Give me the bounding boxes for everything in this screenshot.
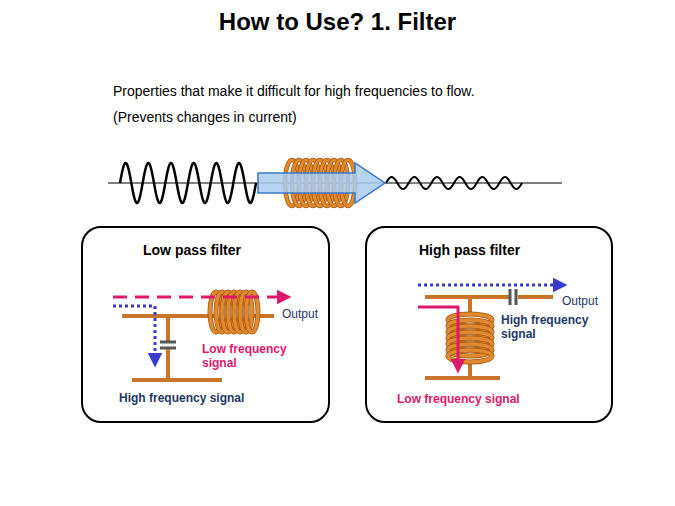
signal-label: Low frequency signal [397,393,520,407]
low-pass-circuit [113,292,284,380]
description-text: Properties that make it difficult for hi… [113,83,475,99]
filter-panel: High pass filterOutputHigh frequency sig… [365,226,613,423]
output-wave [386,177,522,189]
high-pass-circuit [418,285,560,378]
signal-label: High frequency signal [119,392,244,406]
filter-heading: High pass filter [419,242,520,258]
output-label: Output [282,308,318,322]
description-text: (Prevents changes in current) [113,109,297,125]
filter-heading: Low pass filter [143,242,241,258]
signal-label: High frequency signal [501,314,601,342]
output-label: Output [562,295,598,309]
signal-label: Low frequency signal [202,343,302,371]
input-wave [120,163,256,203]
page-title: How to Use? 1. Filter [0,8,675,36]
flow-arrow [258,163,385,203]
filter-panel: Low pass filterOutputLow frequency signa… [81,226,330,423]
